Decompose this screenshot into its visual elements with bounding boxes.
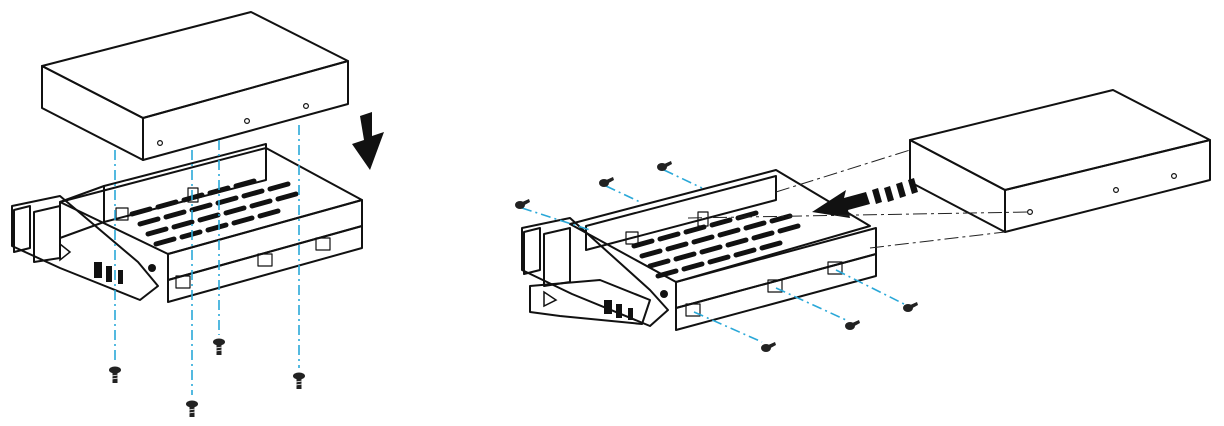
drive-tray-left xyxy=(11,143,363,303)
screw-icon xyxy=(212,338,226,356)
screw-icon xyxy=(657,161,672,171)
screw-icon xyxy=(845,320,860,330)
drive-tray-right xyxy=(521,169,877,331)
arrow-down-icon xyxy=(352,112,384,170)
panel-bottom-mount xyxy=(11,11,384,418)
hard-drive-right xyxy=(909,89,1211,233)
screw-icon xyxy=(761,342,776,352)
screw-icon xyxy=(292,372,306,390)
panel-side-mount xyxy=(515,89,1211,352)
screw-icon xyxy=(903,302,918,312)
screw-icon xyxy=(185,400,199,418)
screw-icon xyxy=(599,177,614,187)
screw-icon xyxy=(108,366,122,384)
hard-drive-left xyxy=(41,11,349,161)
screw-icon xyxy=(515,199,530,209)
arrow-left-icon xyxy=(812,178,918,218)
